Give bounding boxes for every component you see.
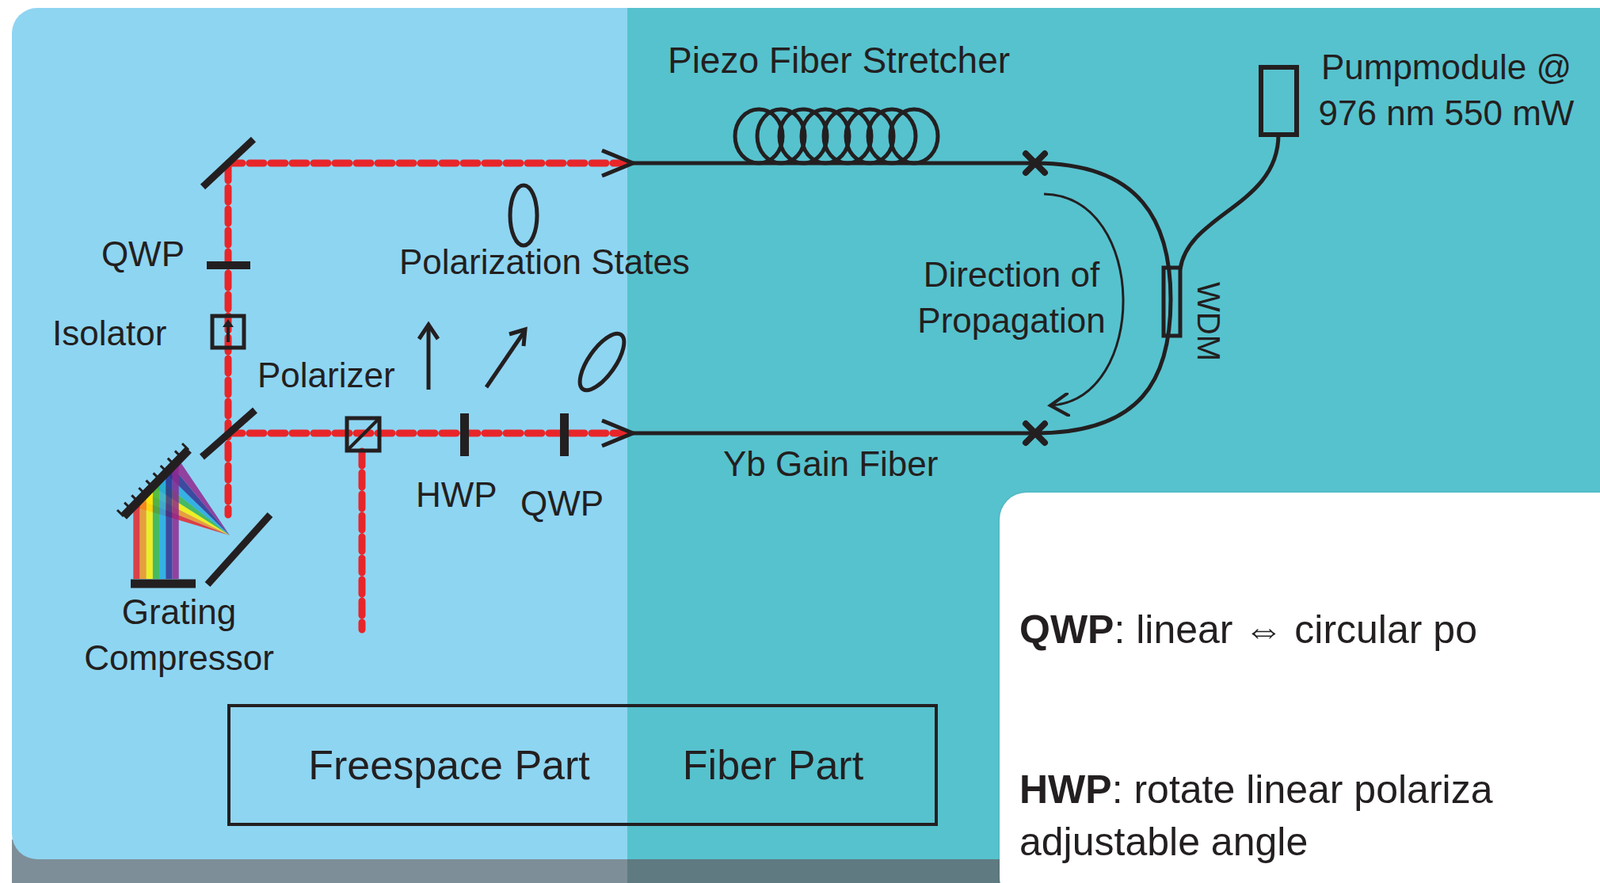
part-label: QWP [101,232,185,277]
part-label: WDM [1186,281,1231,362]
spectrum-ray [165,466,172,580]
definition: : linear ⇔ circular po [1113,607,1478,652]
spectrum-ray [172,460,180,580]
laser-beam [228,163,626,630]
legend-box: Freespace Part Fiber Part [227,704,938,827]
spectrum-ray [152,480,160,580]
grating-tooth [153,472,160,480]
fiber-coupler [601,150,633,446]
laser-beam [224,166,233,515]
fiber-coupler [601,150,633,176]
wdm-coupler [1163,267,1181,336]
grating-symbol [123,449,189,517]
grating-tooth [117,510,124,517]
splice-mark [1025,153,1045,443]
spectrum-ray [146,486,153,580]
note-box: QWP: linear ⇔ circular po HWP: rotate lin… [999,492,1600,883]
mirror [202,139,254,187]
polarizer-cube [346,418,380,451]
note-line: HWP: rotate linear polariza adjustable a… [1019,763,1595,869]
term: QWP [1019,607,1114,652]
spectrum-ray [159,472,166,580]
term: HWP [1019,767,1113,812]
waveplate [460,413,469,457]
spectrum-fan [133,460,230,580]
freespace-ground [11,7,628,860]
grating-symbol [130,579,196,589]
propagation-arrow [1043,194,1124,406]
part-label: Yb Gain Fiber [723,441,938,487]
mirror [201,410,256,458]
fiber-coil [735,109,938,164]
fiber [1035,163,1171,434]
laser-beam [358,451,366,630]
part-label: Grating Compressor [44,589,314,682]
part-label: Polarizer [257,353,396,398]
grating-tooth [182,443,189,450]
mirror [201,139,256,458]
part-label: Piezo Fiber Stretcher [667,38,1010,83]
part-label: Isolator [52,311,167,356]
part-label: Direction of Propagation [892,251,1131,344]
spectrum-ray [140,493,147,580]
polarization-symbol [486,332,524,388]
polarization-symbol [419,185,633,397]
grating-tooth [138,487,145,495]
note-line: QWP: linear ⇔ circular po [1019,603,1595,656]
region-label: Freespace Part [308,741,591,789]
fiber [632,431,1036,436]
grating-symbol [123,449,271,585]
part-label: HWP [415,472,498,518]
grating-teeth [117,443,189,517]
region-label: Fiber Part [682,741,864,789]
grating-tooth [167,458,175,465]
spectrum-ray [172,460,231,536]
laser-beam [228,160,626,168]
grating-tooth [175,450,182,458]
part-label: QWP [520,481,604,526]
isolator-symbol [212,316,244,348]
grating-tooth [124,502,131,510]
waveplate [206,261,251,270]
polarization-symbol [419,324,439,340]
pump-module [1260,67,1297,135]
part-label: Polarization States [399,240,690,285]
polarization-symbol [510,185,538,246]
part-label: Pumpmodule @ 976 nm 550 mW [1303,44,1589,137]
mirror [207,514,271,585]
grating-tooth [145,480,153,488]
grating-tooth [131,495,138,502]
fiber-coupler [601,420,633,446]
polarization-symbol [571,327,633,397]
waveplate [560,413,569,457]
fiber [632,134,1279,434]
polarization-symbol [509,329,526,347]
polarization-symbol [426,327,431,390]
pump-fiber [1180,134,1279,270]
coil-winding [890,109,938,164]
grating-tooth [160,465,168,473]
